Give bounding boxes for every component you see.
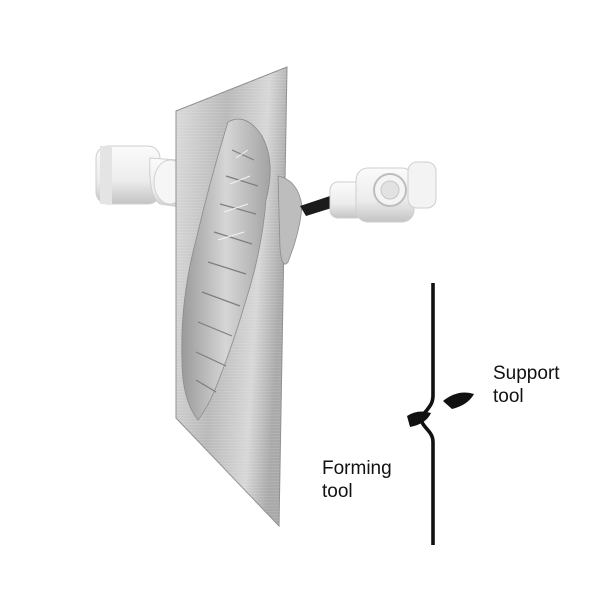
support-tool-icon xyxy=(443,392,474,409)
schematic-diagram xyxy=(407,283,474,545)
support-tool-label-line1: Support xyxy=(493,363,560,384)
forming-tool-label-line2: tool xyxy=(322,481,353,502)
robot-arm-right-icon xyxy=(300,161,437,223)
forming-tool-icon xyxy=(407,411,431,427)
forming-tool-label: Forming tool xyxy=(322,457,392,503)
support-tool-label: Support tool xyxy=(493,362,560,408)
support-tool-label-line2: tool xyxy=(493,386,524,407)
metal-sheet-icon xyxy=(175,66,303,528)
forming-tool-label-line1: Forming xyxy=(322,458,392,479)
